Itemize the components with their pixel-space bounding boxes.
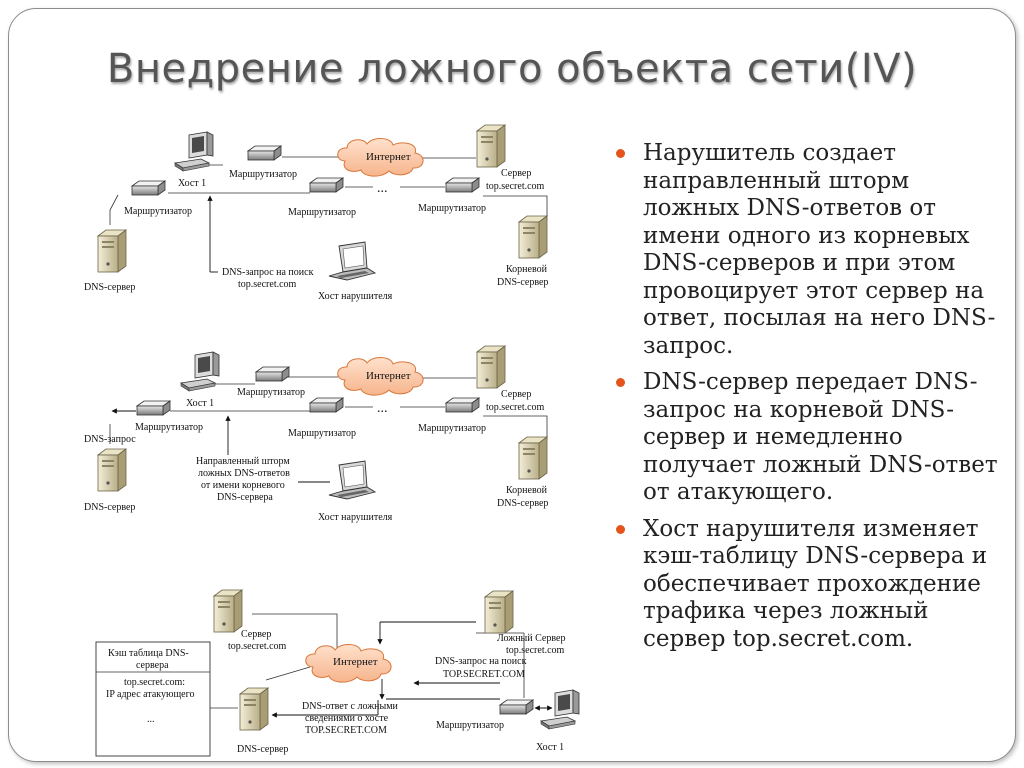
label-router: Маршрутизатор	[135, 422, 203, 433]
label-query-host: top.secret.com	[238, 279, 297, 290]
host1-pc-icon	[174, 131, 214, 172]
label-router: Маршрутизатор	[436, 720, 504, 731]
label-answer: сведениями о хосте	[305, 713, 389, 724]
attacker-laptop-icon	[328, 460, 376, 500]
label-root-dns: DNS-сервер	[497, 277, 548, 288]
bullet-item: Нарушитель создает направленный шторм ло…	[612, 140, 1007, 360]
diagram-2: Хост 1 Маршрутизатор Интернет Сервер top…	[84, 345, 548, 523]
bullet-dot-icon	[616, 524, 625, 534]
root-dns-server-icon	[518, 436, 548, 480]
cache-title: сервера	[136, 660, 169, 671]
label-query-host: TOP.SECRET.COM	[443, 669, 525, 680]
label-internet: Интернет	[366, 370, 411, 382]
router-icon	[309, 397, 344, 413]
label-storm: от имени корневого	[201, 480, 285, 491]
label-attacker: Хост нарушителя	[318, 291, 393, 302]
fake-server-icon	[484, 590, 514, 634]
server-icon	[476, 345, 506, 389]
label-router: Маршрутизатор	[229, 169, 297, 180]
router-icon	[309, 177, 344, 193]
dns-server-icon	[97, 229, 127, 273]
label-fake-server-host: top.secret.com	[506, 645, 565, 656]
diagram-1: Хост 1 Маршрутизатор Интернет Сервер top…	[84, 124, 548, 302]
label-storm: Направленный шторм	[196, 456, 290, 467]
label-host1: Хост 1	[178, 178, 206, 189]
label-server-host: top.secret.com	[228, 641, 287, 652]
label-answer: TOP.SECRET.COM	[305, 725, 387, 736]
router-icon	[445, 397, 480, 413]
dns-server-icon	[239, 687, 269, 731]
label-attacker: Хост нарушителя	[318, 512, 393, 523]
bullet-item: Хост нарушителя изменяет кэш-таблицу DNS…	[612, 516, 1007, 654]
label-server-host: top.secret.com	[486, 402, 545, 413]
host1-pc-icon	[180, 351, 220, 392]
cache-entry-host: top.secret.com:	[124, 677, 185, 688]
label-internet: Интернет	[366, 151, 411, 163]
label-query: DNS-запрос на поиск	[222, 267, 314, 278]
bullet-text: Хост нарушителя изменяет кэш-таблицу DNS…	[643, 515, 988, 652]
label-router: Маршрутизатор	[288, 428, 356, 439]
label-root: Корневой	[506, 264, 548, 275]
bullet-text: DNS-сервер передает DNS-запрос на корнев…	[643, 369, 998, 505]
router-icon	[255, 366, 290, 382]
label-server-host: top.secret.com	[486, 181, 545, 192]
label-router: Маршрутизатор	[418, 203, 486, 214]
label-root-dns: DNS-сервер	[497, 498, 548, 509]
label-router: Маршрутизатор	[124, 206, 192, 217]
label-host1: Хост 1	[186, 398, 214, 409]
slide-title: Внедрение ложного объекта сети(IV)	[106, 46, 918, 92]
label-router: Маршрутизатор	[418, 423, 486, 434]
label-server: Сервер	[501, 168, 531, 179]
router-icon	[445, 177, 480, 193]
label-host1: Хост 1	[536, 742, 564, 753]
router-icon	[247, 145, 282, 161]
attacker-laptop-icon	[328, 241, 376, 281]
bullet-dot-icon	[616, 149, 625, 158]
diagram-3: Кэш таблица DNS- сервера top.secret.com:…	[95, 589, 580, 757]
router-icon	[499, 699, 534, 715]
bullet-list: Нарушитель создает направленный шторм ло…	[612, 140, 1007, 662]
label-dns-server: DNS-сервер	[84, 502, 135, 513]
label-query: DNS-запрос на поиск	[435, 656, 527, 667]
cache-entry-ip: IP адрес атакующего	[106, 689, 194, 700]
label-storm: DNS-сервера	[217, 492, 273, 503]
label-dots: ...	[377, 401, 388, 416]
label-server: Сервер	[501, 389, 531, 400]
bullet-text: Нарушитель создает направленный шторм ло…	[643, 140, 996, 359]
label-dns-server: DNS-сервер	[84, 282, 135, 293]
cache-dots: ...	[147, 714, 155, 725]
label-dots: ...	[377, 181, 388, 196]
cache-table	[95, 641, 211, 757]
label-answer: DNS-ответ с ложными	[302, 701, 399, 712]
label-dns-query: DNS-запрос	[84, 434, 136, 445]
label-router: Маршрутизатор	[288, 207, 356, 218]
label-root: Корневой	[506, 485, 548, 496]
label-server: Сервер	[241, 629, 271, 640]
dns-server-icon	[97, 448, 127, 492]
label-fake-server: Ложный Сервер	[497, 633, 565, 644]
label-dns-server: DNS-сервер	[237, 744, 288, 755]
bullet-dot-icon	[616, 378, 625, 387]
router-icon	[136, 400, 171, 416]
slide-frame	[8, 8, 1016, 762]
label-internet: Интернет	[333, 656, 378, 668]
server-icon	[213, 589, 243, 633]
label-storm: ложных DNS-ответов	[198, 468, 290, 479]
bullet-item: DNS-сервер передает DNS-запрос на корнев…	[612, 369, 1007, 507]
server-icon	[476, 124, 506, 168]
cache-title: Кэш таблица DNS-	[108, 648, 189, 659]
router-icon	[131, 180, 166, 196]
host1-pc-icon	[540, 689, 580, 730]
label-router: Маршрутизатор	[237, 387, 305, 398]
root-dns-server-icon	[518, 215, 548, 259]
